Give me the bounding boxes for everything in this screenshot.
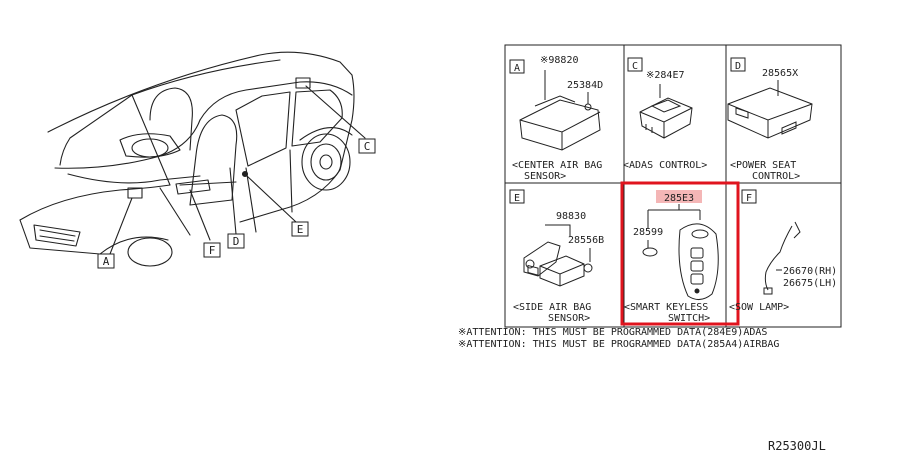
part-28599: 28599 xyxy=(633,227,663,238)
panel-e: E 98830 28556B <SIDE AIR BAG SENSOR> xyxy=(509,189,604,324)
svg-text:D: D xyxy=(233,235,240,248)
panel-smart-keyless-switch: 285E3 28599 <SMART KEYLESS SWITCH> xyxy=(620,181,740,326)
part-25384d: 25384D xyxy=(567,80,603,91)
panel-c-caption-1: <ADAS CONTROL> xyxy=(623,160,707,171)
highlight-box xyxy=(620,181,740,326)
panel-c-letter: C xyxy=(632,61,638,72)
smart-key-fob-icon xyxy=(642,204,719,300)
part-28556b: 28556B xyxy=(568,235,604,246)
panel-f-letter: F xyxy=(746,193,752,204)
svg-text:F: F xyxy=(209,244,216,257)
power-seat-control-icon xyxy=(727,80,813,139)
part-28565x: 28565X xyxy=(762,68,798,79)
attention-note-1: ※ATTENTION: THIS MUST BE PROGRAMMED DATA… xyxy=(458,327,767,338)
callout-c: C xyxy=(358,138,376,154)
side-airbag-sensor-icon xyxy=(523,224,593,287)
attention-notes: ※ATTENTION: THIS MUST BE PROGRAMMED DATA… xyxy=(458,327,779,350)
panel-a-caption-1: <CENTER AIR BAG xyxy=(512,160,602,171)
callout-d: D xyxy=(227,233,245,249)
callout-a: A xyxy=(97,253,115,269)
vehicle-illustration xyxy=(19,51,366,267)
highlight-part-285e3 xyxy=(656,190,702,203)
panel-e-caption-2: SENSOR> xyxy=(548,313,590,324)
panel-c: C ※284E7 <ADAS CONTROL> xyxy=(623,57,707,171)
svg-text:E: E xyxy=(297,223,304,236)
part-98830: 98830 xyxy=(556,211,586,222)
callout-e: E xyxy=(291,221,309,237)
svg-text:C: C xyxy=(364,140,371,153)
panel-d-caption-2: CONTROL> xyxy=(752,171,800,182)
part-26670-rh: 26670(RH) xyxy=(783,266,837,277)
panel-a: A ※98820 25384D <CENTER AIR BAG SENSOR> xyxy=(509,55,603,276)
part-285e3: 285E3 xyxy=(664,193,694,204)
part-26675-lh: 26675(LH) xyxy=(783,278,837,289)
adas-control-icon xyxy=(639,84,693,139)
svg-text:A: A xyxy=(103,255,110,268)
panel-a-caption-2: SENSOR> xyxy=(524,171,566,182)
part-98820: ※98820 xyxy=(540,55,578,66)
panel-d-caption-1: <POWER SEAT xyxy=(730,160,796,171)
panel-key-caption-2: SWITCH> xyxy=(668,313,710,324)
vehicle-callouts: A F D E C xyxy=(97,138,376,269)
attention-note-2: ※ATTENTION: THIS MUST BE PROGRAMMED DATA… xyxy=(458,339,779,350)
panel-key-caption-1: <SMART KEYLESS xyxy=(624,302,708,313)
panel-f: F 26670(RH) 26675(LH) <SOW LAMP> xyxy=(729,189,837,313)
panel-f-caption-1: <SOW LAMP> xyxy=(729,302,789,313)
sow-lamp-icon xyxy=(763,221,801,295)
panel-e-letter: E xyxy=(514,193,520,204)
panel-d-letter: D xyxy=(735,61,741,72)
part-284e7: ※284E7 xyxy=(646,70,684,81)
panel-e-caption-1: <SIDE AIR BAG xyxy=(513,302,591,313)
panel-a-letter: A xyxy=(514,63,520,74)
panel-d: D 28565X <POWER SEAT CONTROL> xyxy=(727,57,813,182)
diagram-id: R25300JL xyxy=(768,439,826,453)
center-airbag-sensor-icon xyxy=(519,70,601,276)
callout-f: F xyxy=(203,242,221,258)
